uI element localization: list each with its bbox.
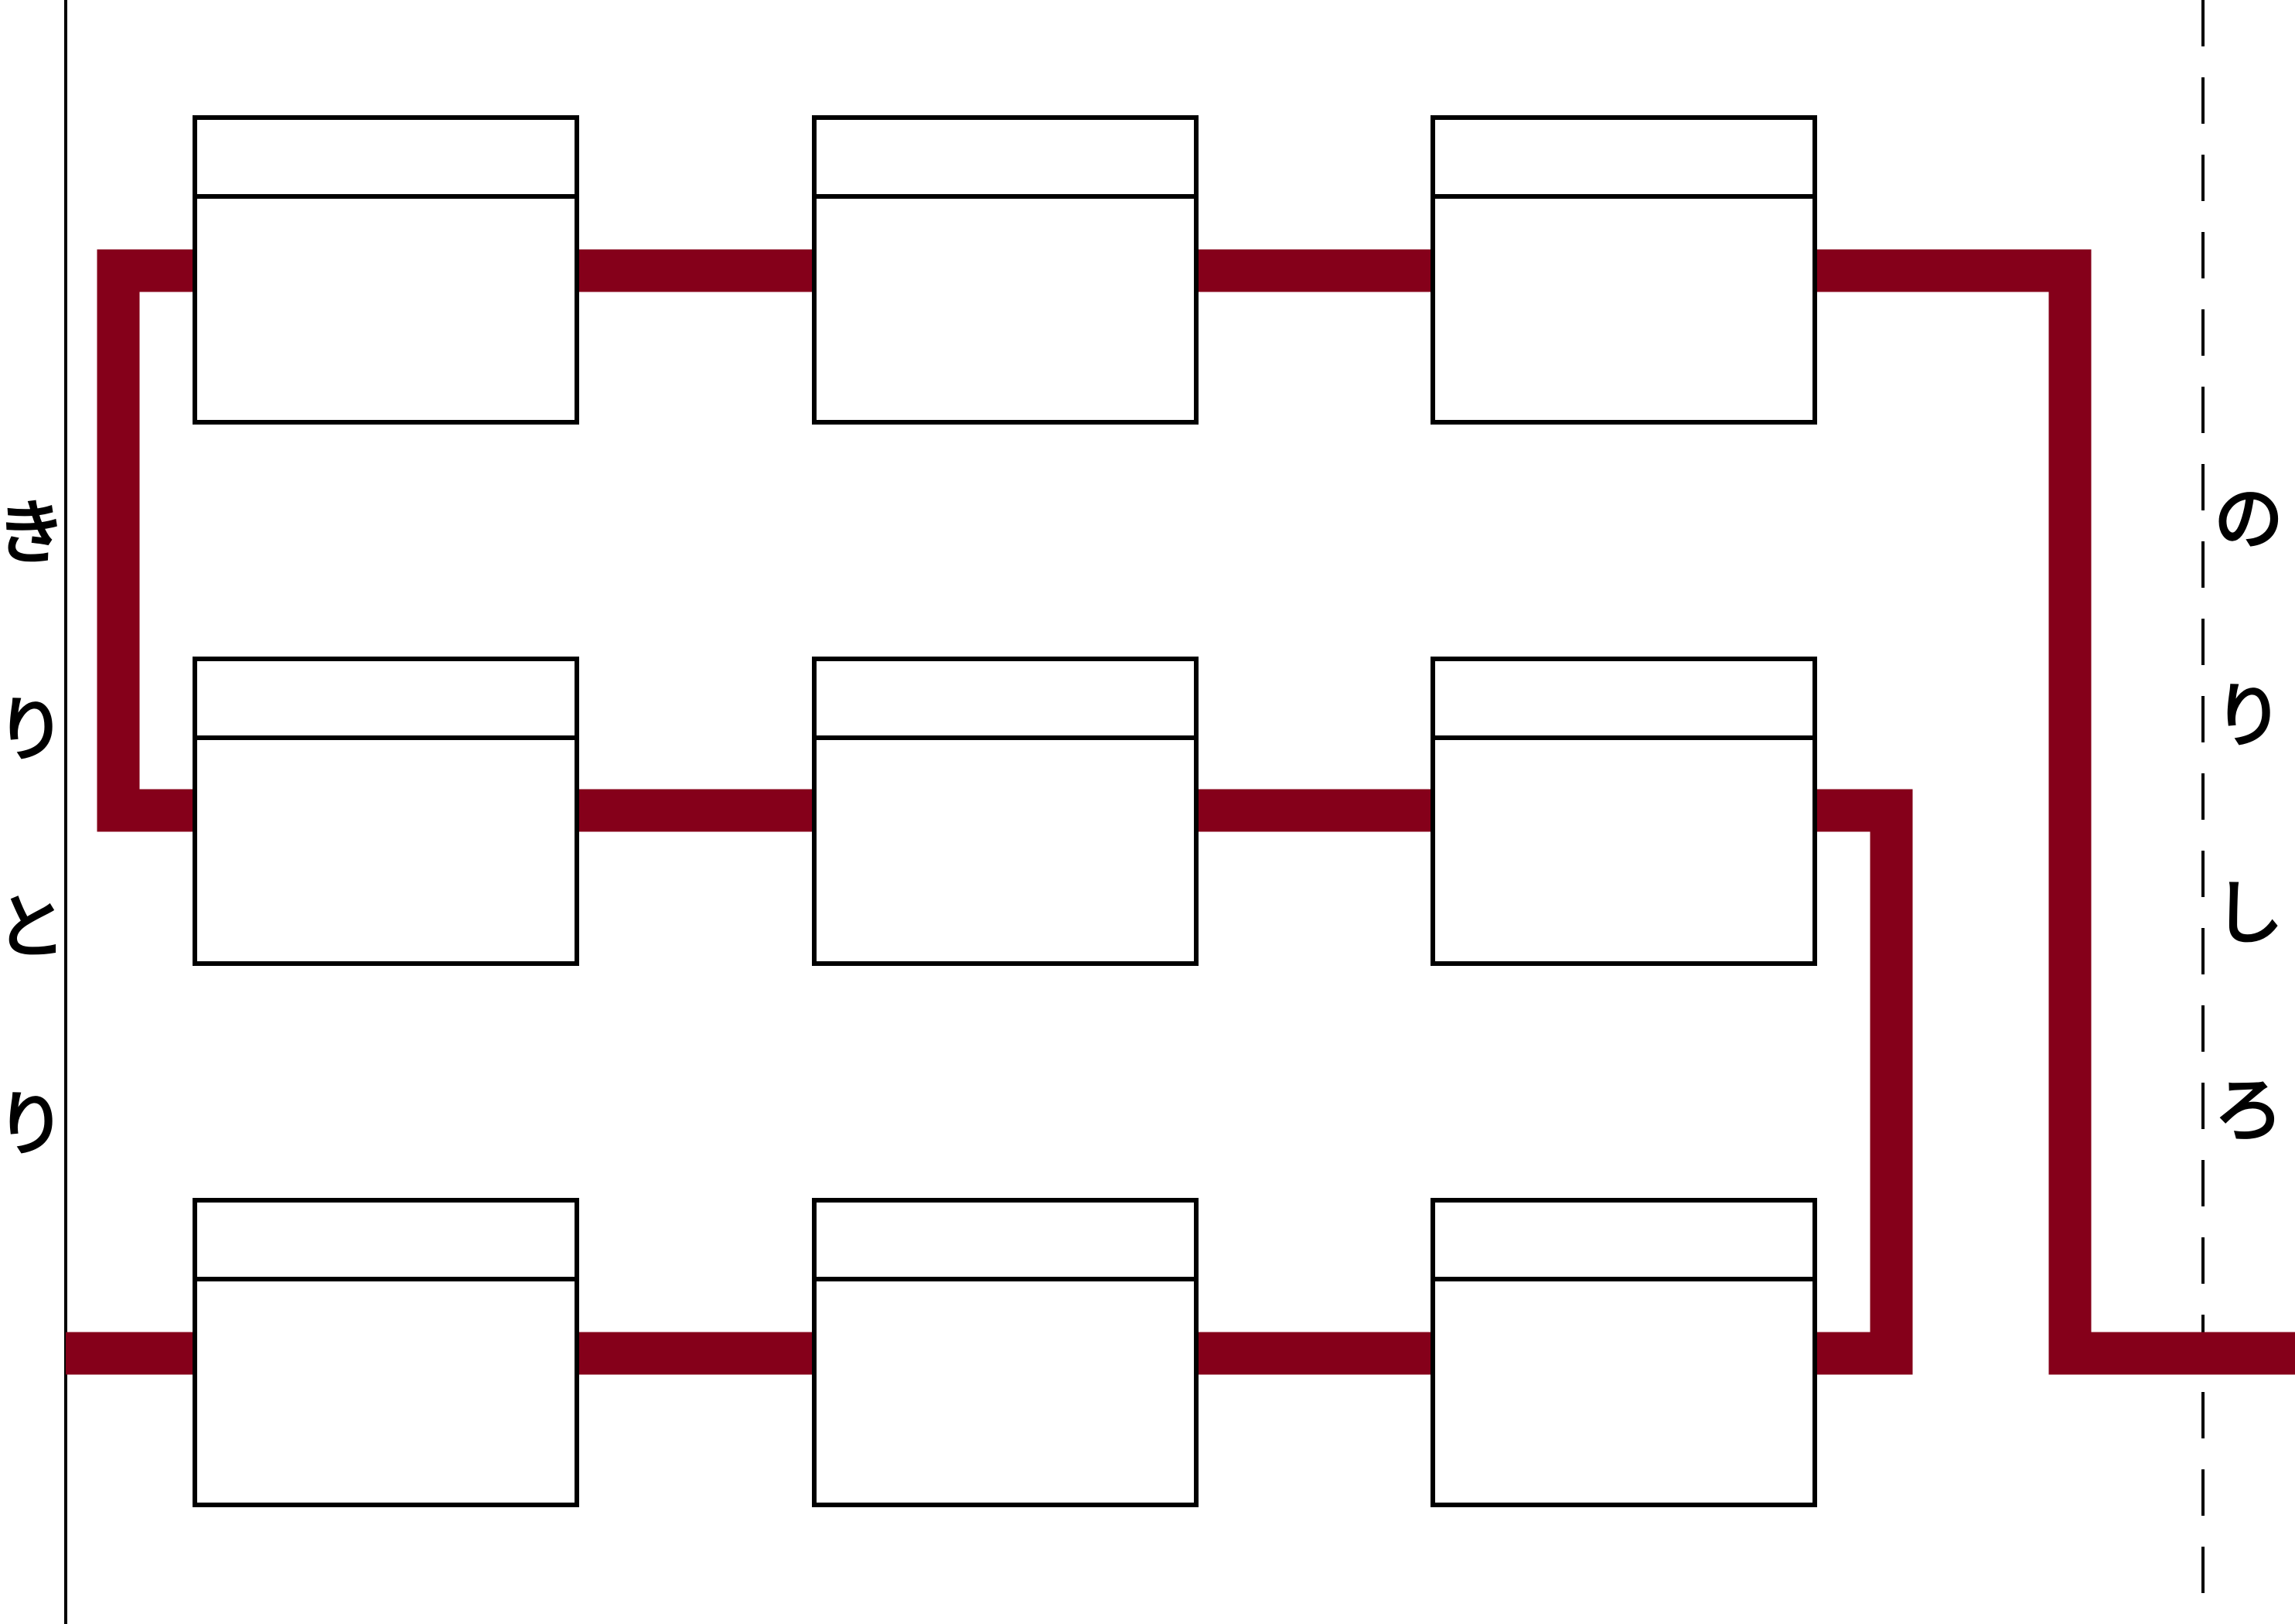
frame-1-3 [1431,115,1817,425]
frame-3-1 [193,1198,579,1507]
frame-box [1431,115,1817,425]
cut-label-char-1: き [0,493,66,574]
frame-1-2 [812,115,1199,425]
frame-2-1 [193,657,579,966]
cut-label: き り と り [0,493,66,1165]
glue-label-char-1: の [2214,479,2283,560]
frame-2-3 [1431,657,1817,966]
frame-box [812,115,1199,425]
glue-margin-label: の り し ろ [2214,479,2283,1151]
frame-box [812,657,1199,966]
frame-3-3 [1431,1198,1817,1507]
cut-label-char-3: と [0,887,66,968]
frame-box [1431,1198,1817,1507]
frame-3-2 [812,1198,1199,1507]
frame-box [193,657,579,966]
frame-grid [193,115,1817,1507]
cut-label-char-4: り [0,1084,66,1165]
glue-label-char-2: り [2214,676,2283,757]
glue-label-char-3: し [2214,873,2283,954]
glue-label-char-4: ろ [2214,1070,2283,1151]
connector-segment-2 [97,249,195,832]
frame-2-2 [812,657,1199,966]
frame-box [1431,657,1817,966]
frame-box [193,115,579,425]
frame-box [193,1198,579,1507]
frame-1-1 [193,115,579,425]
cut-label-char-2: り [0,690,66,771]
frame-box [812,1198,1199,1507]
